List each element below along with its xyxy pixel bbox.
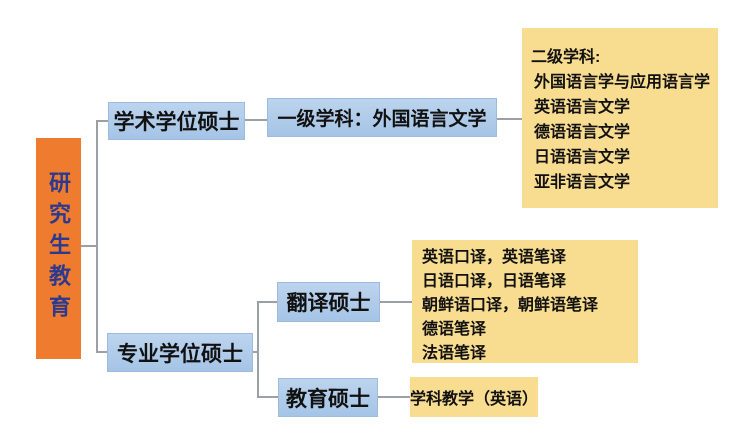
connector-to-professional (96, 351, 107, 353)
secondary-discipline-item: 外国语言学与应用语言学 (534, 74, 711, 91)
translation-program-item: 朝鲜语口译，朝鲜语笔译 (422, 297, 599, 314)
education-program-label: 学科教学（英语） (410, 391, 539, 408)
node-discipline-label: 一级学科：外国语言文学 (277, 109, 487, 130)
node-translation-master: 翻译硕士 (277, 282, 380, 322)
leaf-education-program: 学科教学（英语） (410, 377, 538, 417)
node-education-master: 教育硕士 (278, 378, 378, 417)
connector-translation-to-programs (380, 301, 412, 303)
root-node-label: 研究生教育 (46, 171, 71, 326)
leaf-secondary-disciplines: 二级学科: 外国语言学与应用语言学 英语语言文学 德语语言文学 日语语言文学 亚… (522, 28, 718, 208)
connector-to-academic (96, 120, 108, 122)
translation-program-item: 日语口译，日语笔译 (422, 273, 567, 290)
connector-to-translation (257, 301, 277, 303)
connector-discipline-to-secondary (497, 118, 522, 120)
connector-professional-bracket-vertical (257, 301, 259, 398)
connector-education-to-program (378, 396, 410, 398)
node-education-label: 教育硕士 (286, 387, 370, 411)
secondary-discipline-item: 日语语言文学 (534, 149, 631, 166)
secondary-disciplines-heading: 二级学科: (531, 49, 601, 66)
node-professional-label: 专业学位硕士 (117, 342, 243, 366)
secondary-discipline-item: 亚非语言文学 (534, 174, 631, 191)
translation-program-item: 法语笔译 (422, 345, 487, 362)
node-first-level-discipline: 一级学科：外国语言文学 (267, 98, 497, 137)
node-professional-degree-master: 专业学位硕士 (107, 333, 253, 372)
secondary-discipline-item: 英语语言文学 (534, 99, 631, 116)
connector-bracket-vertical (96, 120, 98, 353)
connector-to-education (257, 396, 278, 398)
connector-professional-to-bracket (253, 351, 259, 353)
translation-program-item: 德语笔译 (422, 321, 487, 338)
connector-root-to-bracket (81, 245, 97, 247)
node-translation-label: 翻译硕士 (286, 292, 371, 315)
connector-academic-to-discipline (245, 119, 267, 121)
leaf-translation-programs: 英语口译，英语笔译 日语口译，日语笔译 朝鲜语口译，朝鲜语笔译 德语笔译 法语笔… (412, 240, 638, 363)
translation-program-item: 英语口译，英语笔译 (422, 249, 567, 266)
node-academic-label: 学术学位硕士 (113, 111, 240, 134)
node-academic-degree-master: 学术学位硕士 (108, 102, 245, 140)
secondary-discipline-item: 德语语言文学 (534, 124, 631, 141)
root-node-graduate-education: 研究生教育 (36, 138, 81, 359)
